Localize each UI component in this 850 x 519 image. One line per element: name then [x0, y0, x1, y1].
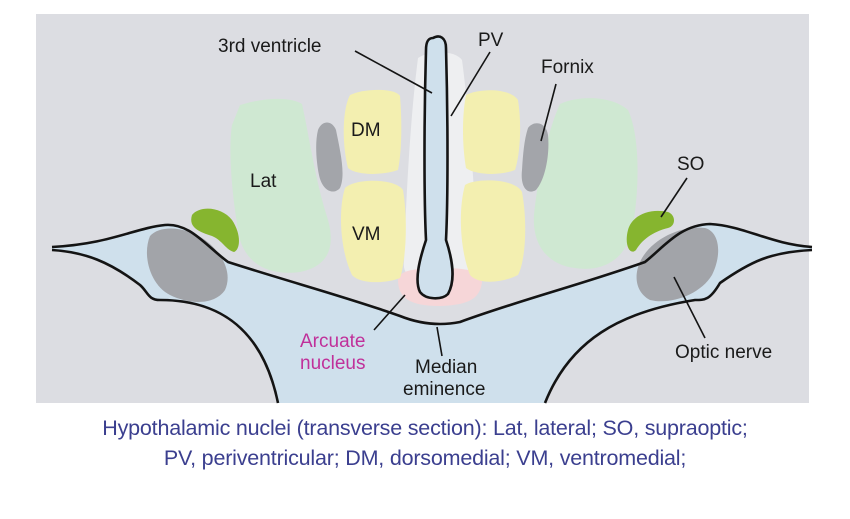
leader-arcuate [373, 294, 406, 331]
vm-nucleus-left [340, 180, 406, 283]
leader-optic-nerve [673, 276, 706, 339]
chiasm-outline-left [51, 248, 280, 404]
caption-line-2: PV, periventricular; DM, dorsomedial; VM… [163, 446, 687, 470]
floor-outline [51, 222, 813, 326]
optic-nerve-right [636, 227, 719, 302]
label-arcuate-line2: nucleus [300, 353, 366, 374]
fornix-left [316, 122, 343, 192]
label-pv: PV [478, 30, 504, 51]
label-vm: VM [352, 224, 381, 245]
label-lat: Lat [250, 171, 277, 192]
lateral-area-right [533, 98, 638, 269]
leader-fornix [540, 83, 557, 142]
caption-line-1: Hypothalamic nuclei (transverse section)… [102, 416, 748, 440]
leader-median-eminence [436, 326, 443, 357]
label-median-line1: Median [415, 357, 477, 378]
label-fornix: Fornix [541, 57, 594, 78]
label-dm: DM [351, 120, 381, 141]
label-third-ventricle: 3rd ventricle [218, 36, 322, 57]
supraoptic-nucleus-left [191, 208, 239, 252]
label-arcuate-line1: Arcuate [300, 331, 365, 352]
hypothalamus-diagram: 3rd ventricle PV Fornix DM Lat VM SO Arc… [36, 14, 813, 404]
optic-nerve-left [146, 228, 228, 302]
leader-pv [450, 51, 491, 117]
lateral-area-left [230, 98, 331, 273]
third-ventricle [416, 35, 454, 300]
chiasm-outline-right [543, 248, 813, 404]
leader-so [660, 177, 688, 218]
label-optic-nerve: Optic nerve [675, 342, 772, 363]
vm-nucleus-right [460, 180, 526, 282]
csf-region [52, 224, 812, 403]
label-median-line2: eminence [403, 379, 485, 400]
supraoptic-nucleus-right [626, 210, 674, 252]
dm-nucleus-right [463, 90, 521, 174]
dm-nucleus-left [343, 89, 402, 174]
leader-third-ventricle [354, 50, 433, 94]
label-so: SO [677, 154, 704, 175]
